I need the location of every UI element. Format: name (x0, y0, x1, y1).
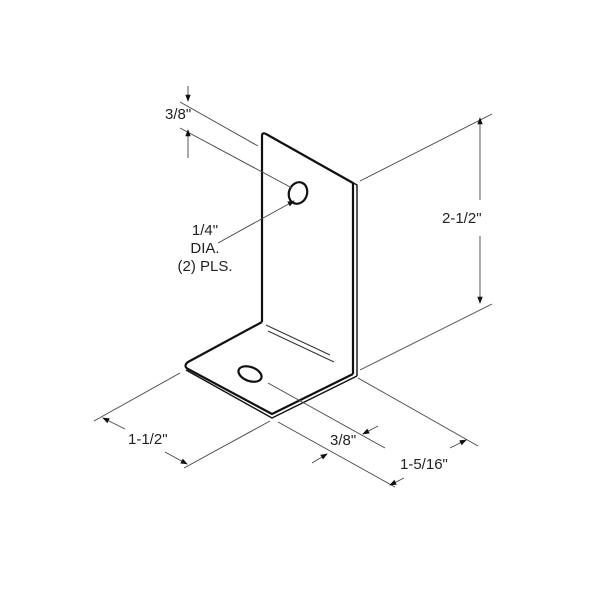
hole-dia-label: DIA. (190, 240, 220, 257)
dimension-lines (93, 86, 493, 488)
vertical-plate (260, 132, 355, 374)
foot-length-label: 1-1/2" (128, 431, 168, 448)
height-label: 2-1/2" (442, 210, 482, 227)
foot-plate (184, 321, 354, 416)
bottom-hole-offset-label: 3/8" (330, 432, 357, 449)
hole-icon (287, 181, 309, 205)
hole-diameter-label: 1/4" (191, 222, 219, 239)
width-label: 1-5/16" (400, 456, 448, 473)
top-hole-offset-label: 3/8" (165, 106, 192, 123)
hole-count-label: (2) PLS. (177, 258, 233, 275)
